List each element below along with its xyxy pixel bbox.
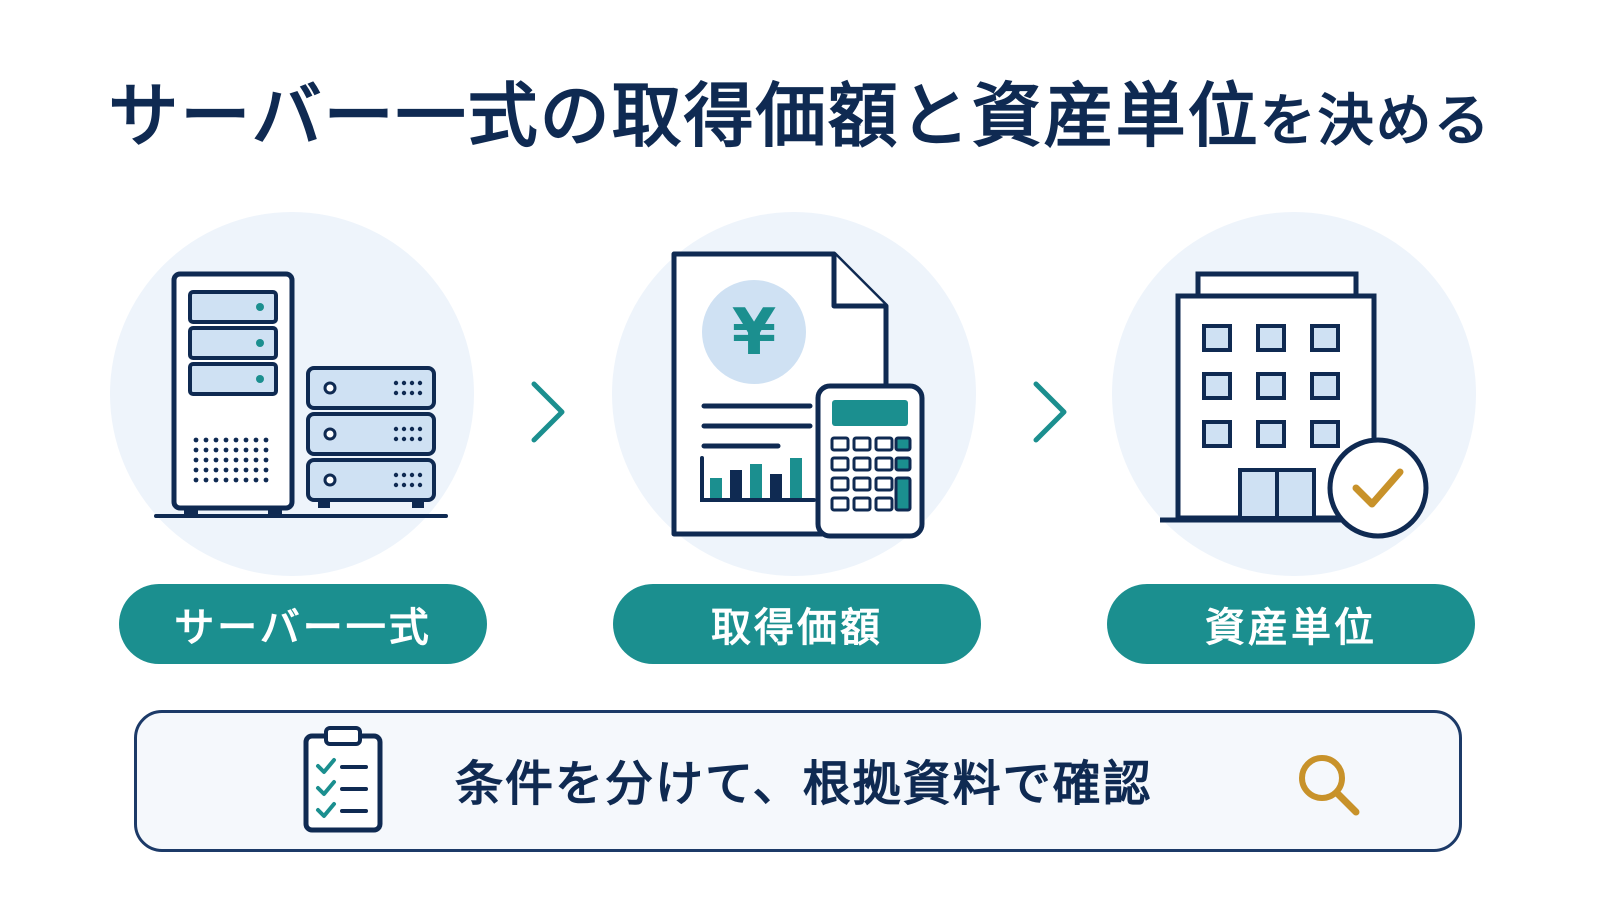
step-label-server: サーバー一式 <box>119 584 487 664</box>
note-text: 条件を分けて、根拠資料で確認 <box>455 756 1153 812</box>
chevron-right-icon <box>531 381 565 443</box>
checklist-clipboard-icon <box>303 726 383 833</box>
invoice-calculator-icon: ¥ <box>671 251 925 539</box>
chevron-right-icon <box>1033 381 1067 443</box>
server-icon <box>154 271 448 518</box>
page-title: サーバー一式の取得価額と資産単位を決める <box>0 66 1600 172</box>
building-check-icon <box>1160 271 1429 539</box>
svg-text:¥: ¥ <box>732 296 777 370</box>
title-main: サーバー一式の取得価額と資産単位 <box>108 75 1260 157</box>
step-label-asset: 資産単位 <box>1107 584 1475 664</box>
step-label-cost: 取得価額 <box>613 584 981 664</box>
title-suffix: を決める <box>1259 89 1492 154</box>
magnifier-icon <box>1299 755 1360 816</box>
